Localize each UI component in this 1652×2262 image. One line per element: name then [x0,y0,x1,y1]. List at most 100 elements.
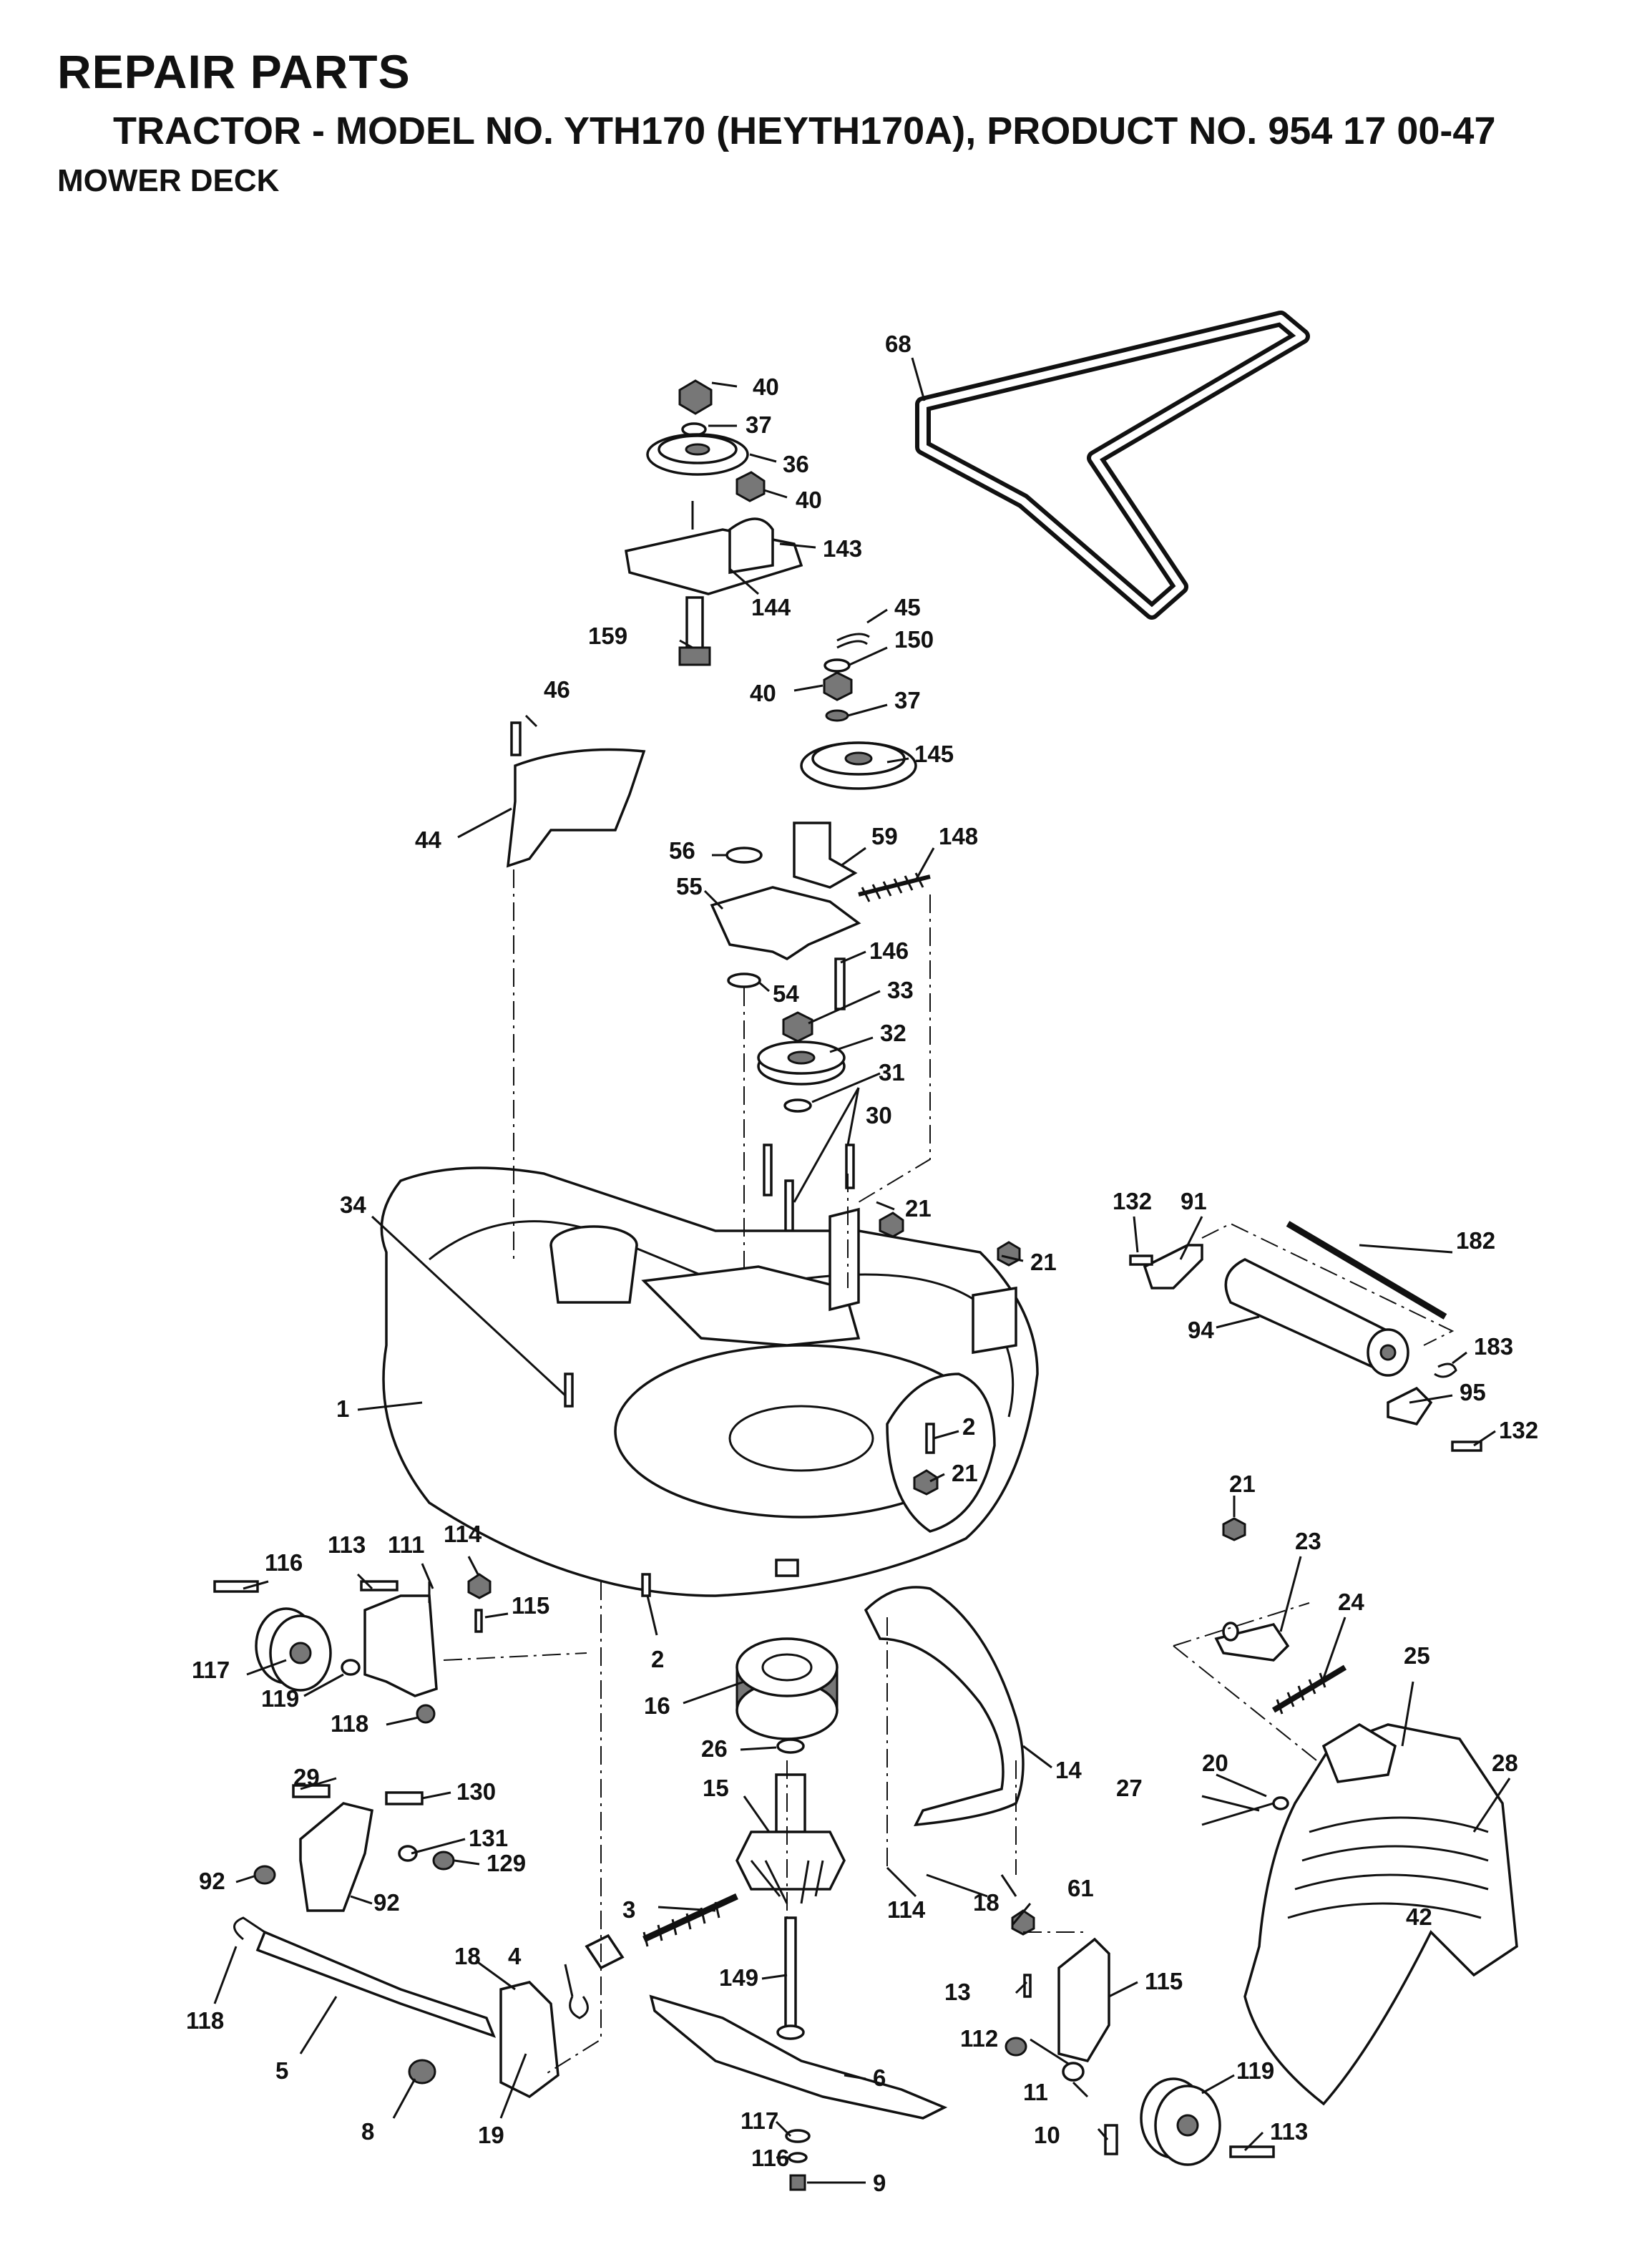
callout: 59 [871,823,898,849]
discharge-chute-drawing: 42 [1201,1517,1518,2106]
callout: 145 [914,741,954,767]
deck-spring-drawing [585,1893,738,1970]
callout: 46 [544,676,570,703]
callout: 25 [1404,1642,1430,1669]
callout: 13 [944,1979,971,2005]
callout: 115 [512,1592,549,1619]
callout: 159 [588,623,627,649]
callout: 182 [1456,1227,1495,1254]
callout: 130 [456,1778,496,1805]
callout: 129 [487,1850,526,1876]
page-title: REPAIR PARTS [57,45,411,98]
mower-deck-drawing [380,1166,1039,1597]
callout: 16 [644,1692,670,1719]
callout: 21 [905,1195,932,1222]
callout: 9 [873,2170,886,2196]
idler-pulley-center-drawing [710,633,931,1232]
alignment-lines [443,869,1317,2076]
callout: 112 [960,2025,998,2052]
callout: 146 [869,937,909,964]
callout: 11 [1023,2079,1048,2105]
callout: 45 [894,594,921,620]
callout: 114 [444,1521,482,1547]
callout: 117 [192,1657,230,1683]
callout: 23 [1295,1528,1321,1554]
callout: 32 [880,1020,906,1046]
callout: 148 [939,823,978,849]
callout: 113 [1270,2118,1308,2145]
callout: 40 [753,374,779,400]
callout: 92 [373,1889,400,1916]
callout: 24 [1338,1589,1364,1615]
deck-size-marking: 42 [1406,1903,1432,1930]
belt-cover-drawing [506,721,646,868]
callout: 19 [478,2122,504,2148]
callout: 91 [1181,1188,1207,1214]
callout: 183 [1474,1333,1513,1360]
callout: 31 [879,1059,905,1086]
callout: 44 [415,827,441,853]
drive-belt-drawing [915,311,1310,620]
callout: 37 [746,411,772,438]
callout: 21 [1229,1471,1256,1497]
callout: 21 [1030,1249,1057,1275]
callout: 40 [796,487,822,513]
callout: 26 [701,1735,728,1762]
callout: 143 [823,535,862,562]
callout: 34 [340,1191,366,1218]
section-title: MOWER DECK [57,163,280,198]
callout: 3 [622,1896,635,1923]
callout: 2 [962,1413,975,1440]
callout: 92 [199,1868,225,1894]
callout: 6 [873,2064,886,2091]
idler-pulley-upper-drawing [625,379,803,666]
product-subtitle: TRACTOR - MODEL NO. YTH170 (HEYTH170A), … [113,109,1496,152]
callout: 54 [773,980,799,1007]
callout: 119 [1236,2057,1274,2084]
callout: 116 [751,2145,789,2171]
callout: 55 [676,873,703,900]
callout: 33 [887,977,914,1003]
callout: 113 [328,1531,366,1558]
callout: 132 [1499,1417,1538,1443]
callout: 37 [894,687,921,713]
callout: 111 [388,1531,424,1558]
callout: 21 [952,1460,978,1486]
callout: 2 [651,1646,664,1672]
callout: 144 [751,594,791,620]
leader-lines [213,357,1511,2184]
callout: 27 [1116,1775,1143,1801]
deck-roller-drawing [1129,1221,1482,1452]
callout: 10 [1034,2122,1060,2148]
callout: 14 [1055,1757,1082,1783]
callout: 8 [361,2118,374,2145]
callout: 118 [186,2007,224,2034]
callout: 68 [885,331,911,357]
callout: 56 [669,837,695,864]
callout: 30 [866,1102,892,1128]
callout: 114 [887,1896,926,1923]
deck-baffle-drawing [864,1586,1025,1827]
callout-labels: 68 40 37 36 40 143 144 159 45 150 40 37 … [186,331,1538,2196]
callout: 117 [741,2107,778,2134]
callout: 131 [469,1825,508,1851]
callout: 118 [331,1710,368,1737]
callout: 132 [1113,1188,1152,1214]
callout: 94 [1188,1317,1214,1343]
callout: 40 [750,680,776,706]
callout: 95 [1460,1379,1486,1405]
front-gauge-wheel-right-drawing [1005,1909,1275,2166]
callout: 18 [973,1889,999,1916]
callout: 20 [1202,1750,1228,1776]
callout: 150 [894,626,934,653]
callout: 1 [336,1395,349,1422]
callout: 29 [293,1764,320,1790]
callout: 119 [261,1685,299,1712]
front-gauge-wheel-left-drawing [213,1573,492,1724]
callout: 61 [1067,1875,1094,1901]
callout: 115 [1145,1968,1183,1994]
callout: 18 [454,1943,481,1969]
callout: 4 [508,1943,522,1969]
callout: 15 [703,1775,729,1801]
